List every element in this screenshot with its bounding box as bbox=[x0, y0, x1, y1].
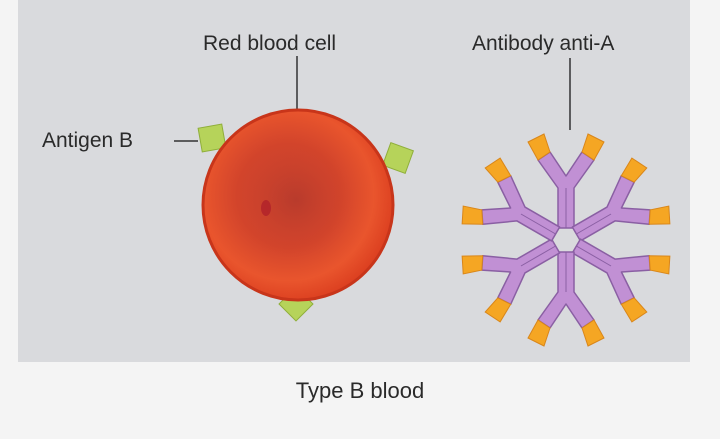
antigen-label: Antigen B bbox=[42, 129, 134, 152]
antibody-anti-a-cluster bbox=[454, 133, 678, 347]
red-blood-cell bbox=[201, 108, 395, 302]
antigen-b-left bbox=[197, 123, 227, 153]
figure-caption: Type B blood bbox=[295, 378, 425, 403]
red-blood-cell-label: Red blood cell bbox=[203, 32, 337, 55]
antibody-label: Antibody anti-A bbox=[472, 32, 615, 55]
antigen-b-right bbox=[381, 141, 415, 175]
